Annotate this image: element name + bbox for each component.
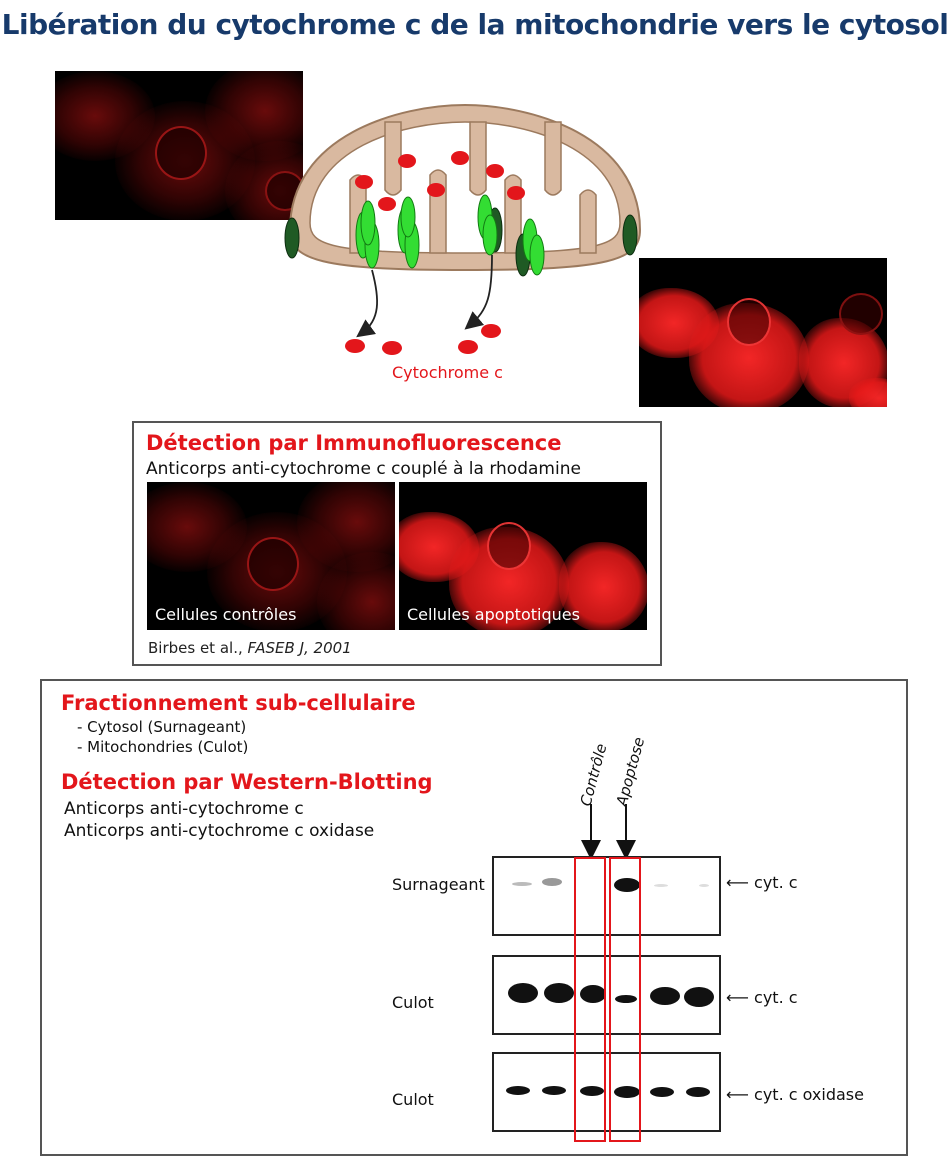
highlight-control-lane xyxy=(574,857,606,1142)
lane-arrows xyxy=(581,804,636,860)
blot-culot-cox xyxy=(492,1052,721,1132)
micrograph-control: Cellules contrôles xyxy=(147,482,395,630)
row-right-label-2: ⟵ cyt. c xyxy=(726,988,798,1007)
arrow-icon: ⟵ xyxy=(726,873,749,892)
cytochrome-c-dots-inner xyxy=(355,151,525,211)
row-label-culot-2: Culot xyxy=(392,1090,434,1109)
cytochrome-c-label: Cytochrome c xyxy=(392,363,503,382)
western-blot-panel: Fractionnement sub-cellulaire - Cytosol … xyxy=(40,679,908,1156)
row-label-culot-1: Culot xyxy=(392,993,434,1012)
arrow-icon: ⟵ xyxy=(726,1085,749,1104)
micrograph-apoptotic: Cellules apoptotiques xyxy=(399,482,647,630)
protein-label: cyt. c oxidase xyxy=(754,1085,864,1104)
fraction-item-cytosol: - Cytosol (Surnageant) xyxy=(77,718,247,736)
citation-authors: Birbes et al., xyxy=(148,639,248,657)
channel-light xyxy=(355,194,545,276)
micrograph-apoptotic-top xyxy=(639,258,887,407)
page-title: Libération du cytochrome c de la mitocho… xyxy=(1,8,949,41)
highlight-apoptosis-lane xyxy=(609,857,641,1142)
immuno-heading: Détection par Immunofluorescence xyxy=(146,431,562,455)
micrograph-control-top xyxy=(55,71,303,220)
caption-apoptotic: Cellules apoptotiques xyxy=(407,605,580,624)
row-right-label-3: ⟵ cyt. c oxidase xyxy=(726,1085,864,1104)
release-arrow-right xyxy=(464,254,493,330)
immuno-subheading: Anticorps anti-cytochrome c couplé à la … xyxy=(146,459,581,479)
blot-surnageant xyxy=(492,856,721,936)
immunofluorescence-panel: Détection par Immunofluorescence Anticor… xyxy=(132,421,662,666)
western-heading: Détection par Western-Blotting xyxy=(61,770,433,794)
antibody-cytc: Anticorps anti-cytochrome c xyxy=(64,799,304,819)
row-label-surnageant: Surnageant xyxy=(392,875,485,894)
protein-label: cyt. c xyxy=(754,873,798,892)
fractionation-heading: Fractionnement sub-cellulaire xyxy=(61,691,416,715)
protein-label: cyt. c xyxy=(754,988,798,1007)
citation: Birbes et al., FASEB J, 2001 xyxy=(148,639,352,657)
release-arrow-left xyxy=(356,269,378,338)
blot-culot-cytc xyxy=(492,955,721,1035)
citation-journal: FASEB J, 2001 xyxy=(247,639,352,657)
arrow-icon: ⟵ xyxy=(726,988,749,1007)
fraction-item-mito: - Mitochondries (Culot) xyxy=(77,738,249,756)
mitochondria-diagram xyxy=(284,103,642,355)
row-right-label-1: ⟵ cyt. c xyxy=(726,873,798,892)
antibody-cox: Anticorps anti-cytochrome c oxidase xyxy=(64,821,375,841)
cytochrome-c-dots-released xyxy=(345,324,501,355)
caption-control: Cellules contrôles xyxy=(155,605,297,624)
